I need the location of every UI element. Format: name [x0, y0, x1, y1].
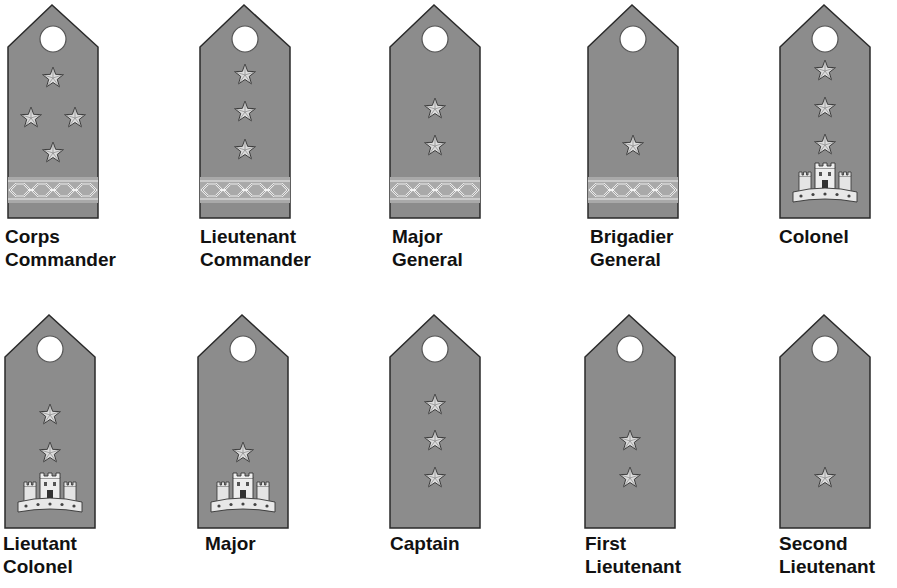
- rank-label: Lieutenant Commander: [200, 226, 315, 272]
- rank-label: Colonel: [779, 226, 894, 249]
- shoulder-board: [8, 5, 98, 218]
- shoulder-board: [780, 5, 870, 218]
- rank-label: Captain: [390, 533, 505, 556]
- shoulder-board: [198, 315, 288, 528]
- rank-label: Lieutant Colonel: [3, 533, 118, 579]
- shoulder-board: [390, 5, 480, 218]
- rank-label: Brigadier General: [590, 226, 705, 272]
- rank-label: Major General: [392, 226, 507, 272]
- shoulder-board: [588, 5, 678, 218]
- shoulder-board: [200, 5, 290, 218]
- shoulder-board: [5, 315, 95, 528]
- shoulder-board: [390, 315, 480, 528]
- rank-label: Corps Commander: [5, 226, 120, 272]
- rank-label: Second Lieutenant: [779, 533, 894, 579]
- shoulder-board: [585, 315, 675, 528]
- shoulder-board: [780, 315, 870, 528]
- rank-label: Major: [205, 533, 320, 556]
- rank-label: First Lieutenant: [585, 533, 700, 579]
